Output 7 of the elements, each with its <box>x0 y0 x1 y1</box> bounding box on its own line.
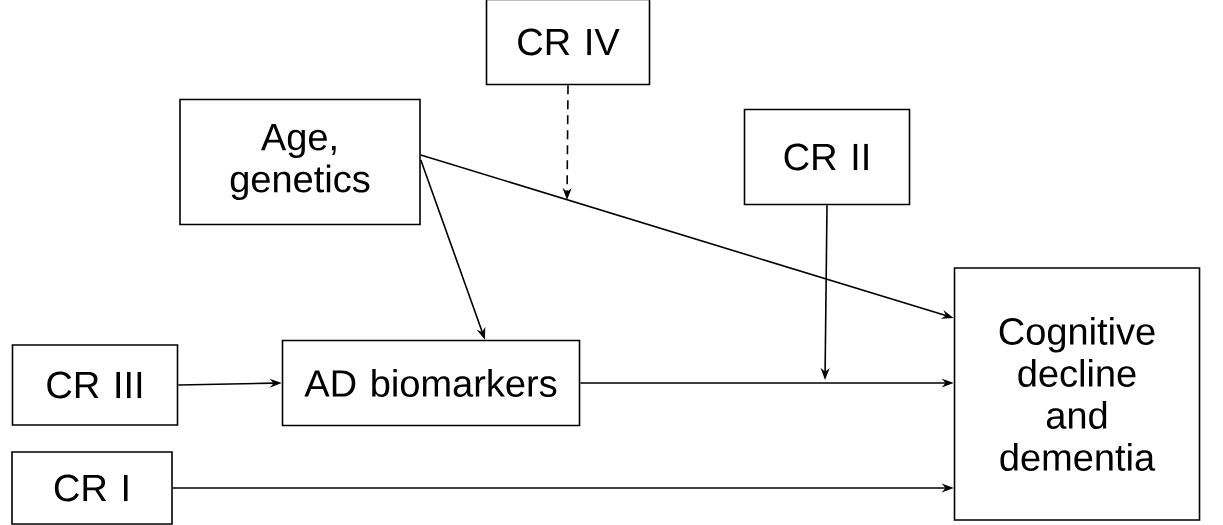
factor-box: CR I <box>11 451 173 525</box>
factor-box: CR IV <box>485 0 651 86</box>
factor-box: CR III <box>11 344 179 426</box>
factor-box: AD biomarkers <box>281 339 581 427</box>
factor-box: Age, genetics <box>179 98 421 226</box>
factor-box: CR II <box>743 108 911 206</box>
factor-box: Cognitive decline and dementia <box>953 267 1201 521</box>
